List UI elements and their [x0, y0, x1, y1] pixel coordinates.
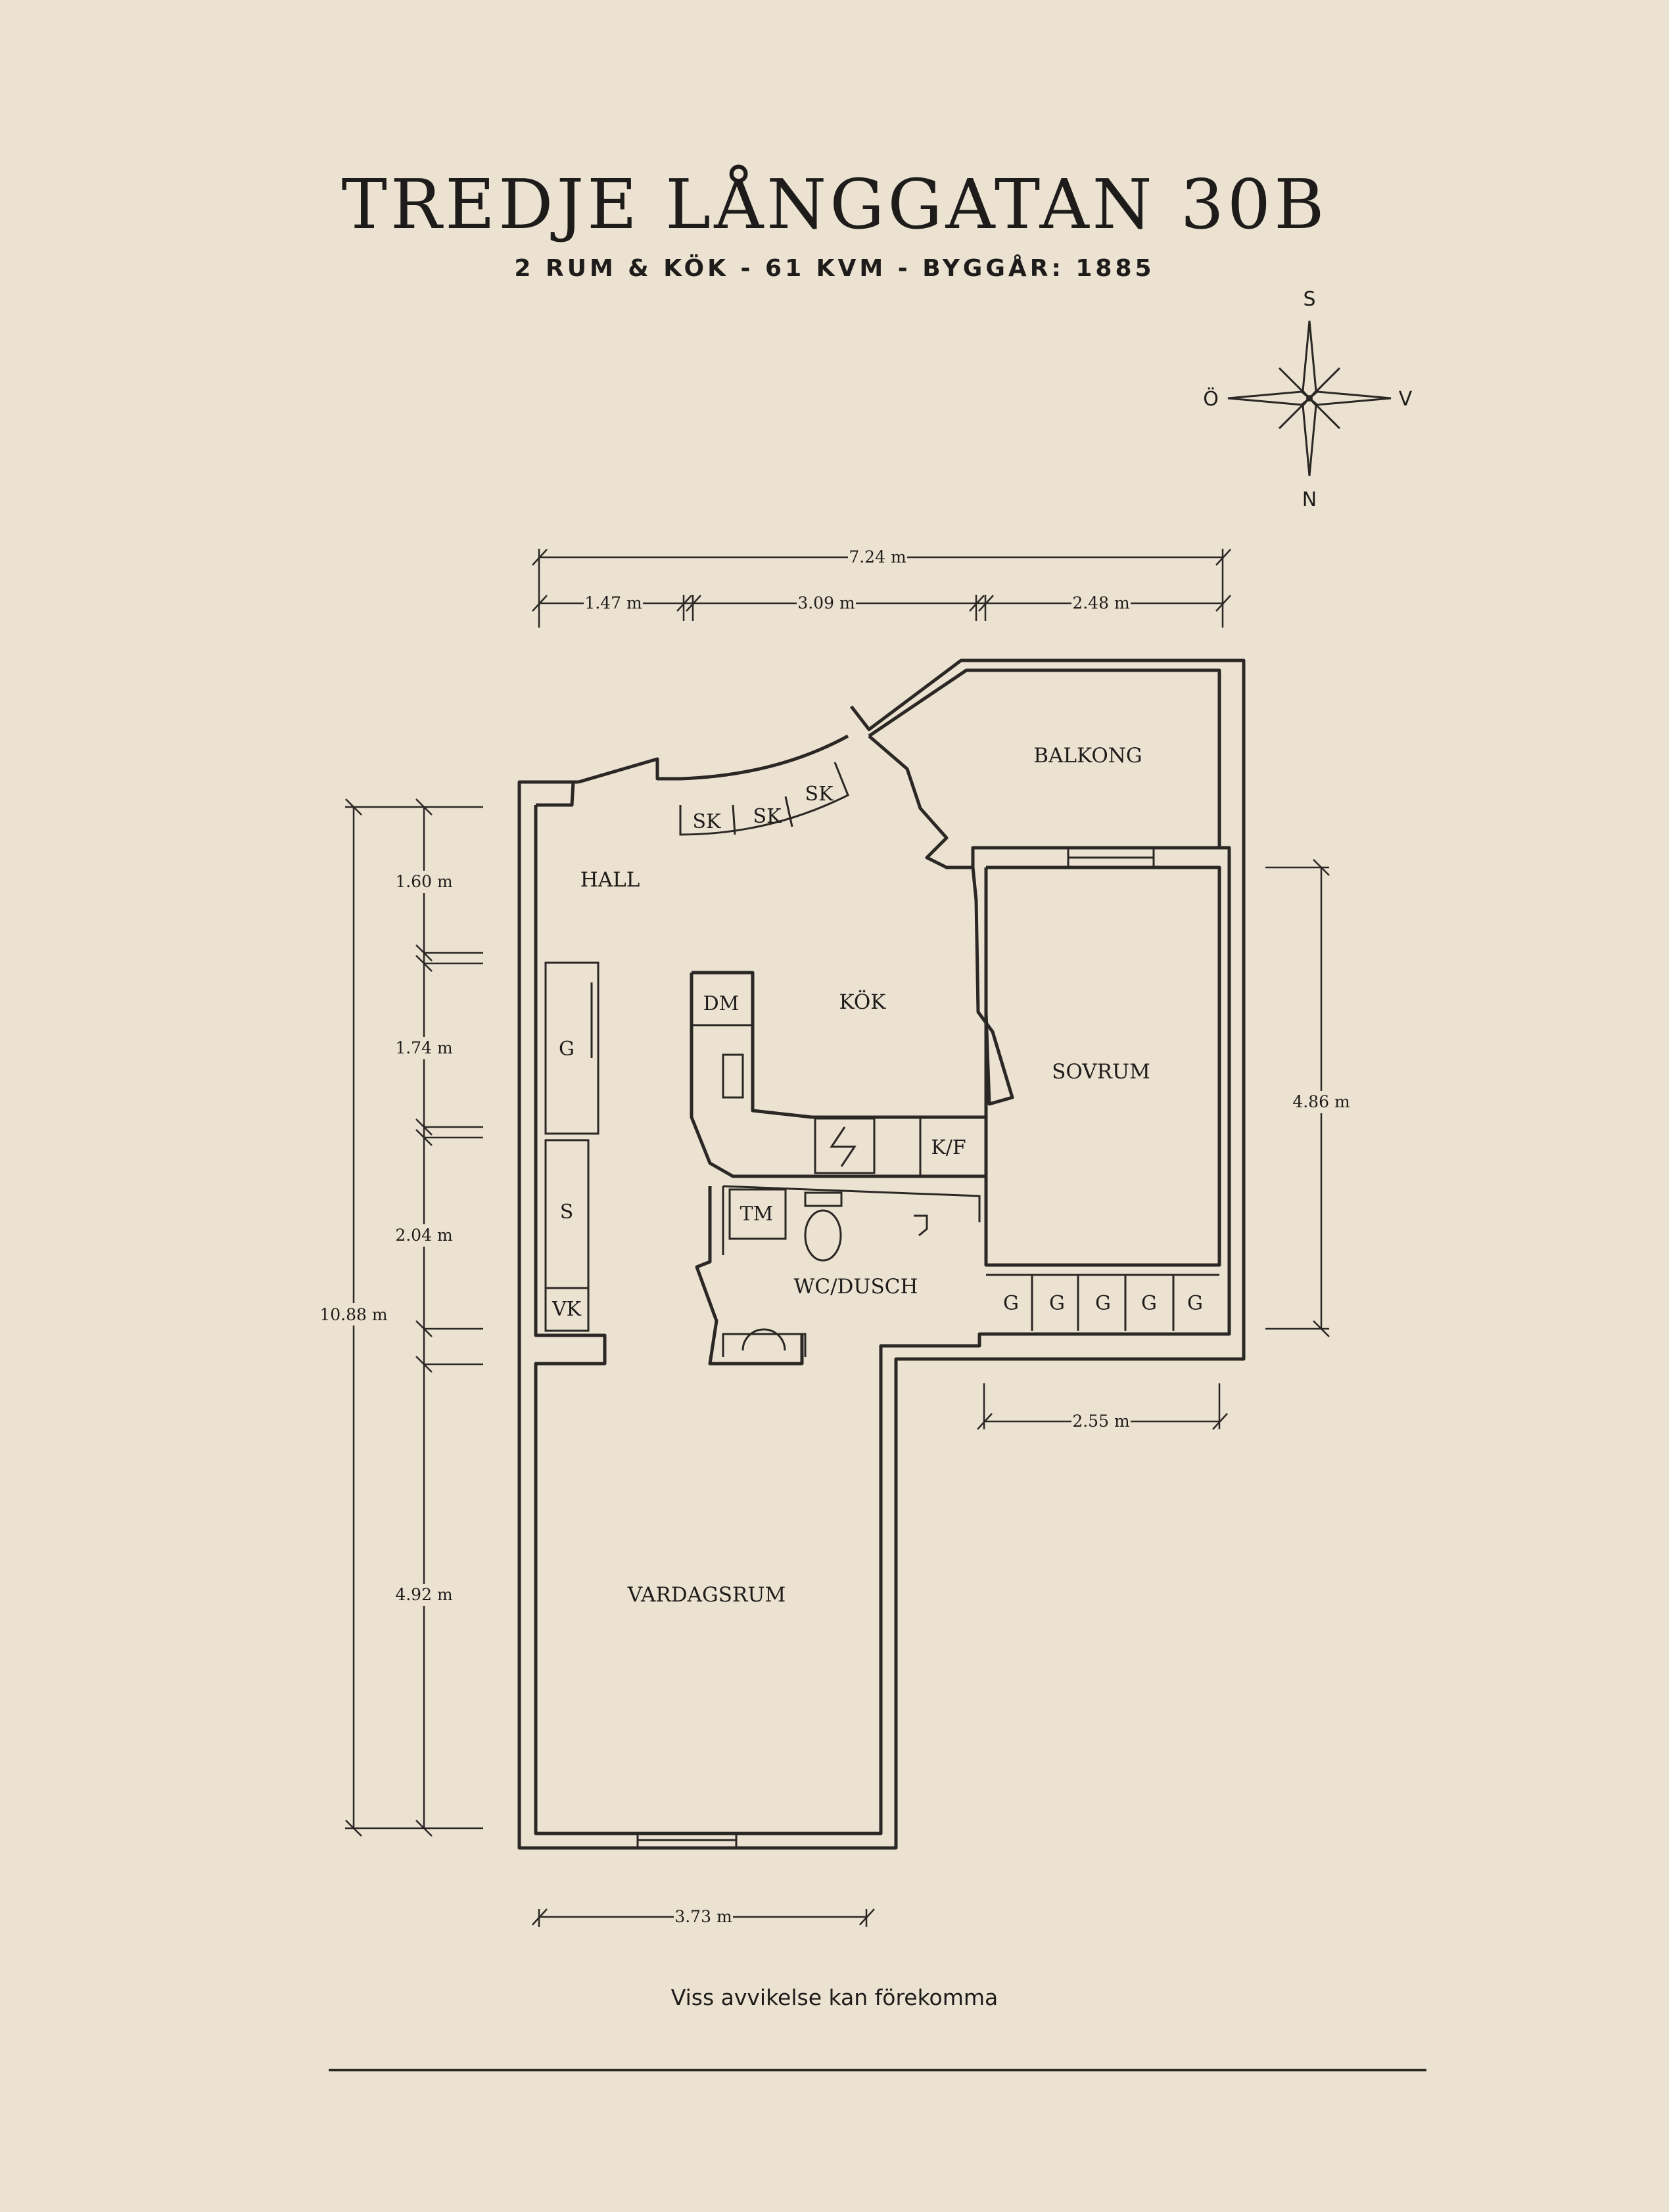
- room-label-wc-dusch: WC/DUSCH: [794, 1275, 918, 1299]
- disclaimer-text: Viss avvikelse kan förekomma: [670, 1985, 999, 2010]
- dimension-lines: [345, 549, 1330, 1927]
- dimension-label-width-1: 1.47 m: [584, 593, 642, 612]
- fixture-label-sk: SK: [693, 810, 722, 833]
- fixture-label-kf: K/F: [931, 1136, 966, 1159]
- compass-rose-icon: [1227, 320, 1392, 476]
- room-label-sovrum: SOVRUM: [1052, 1060, 1150, 1084]
- compass-south: S: [1303, 288, 1315, 311]
- dimension-label-width-2: 3.09 m: [797, 593, 855, 612]
- fixture-label-g: G: [559, 1038, 575, 1061]
- fixture-label-sk: SK: [805, 783, 834, 806]
- dimension-label-vardagsrum-width: 3.73 m: [674, 1907, 732, 1926]
- fixture-label-dm: DM: [703, 992, 740, 1015]
- dimension-label-width-3: 2.48 m: [1072, 593, 1130, 612]
- fixture-label-vk: VK: [552, 1298, 582, 1321]
- dimension-label-total-width: 7.24 m: [849, 547, 906, 566]
- fixture-label-sk: SK: [753, 805, 782, 828]
- dimension-label-height-1: 1.60 m: [395, 872, 453, 891]
- room-label-kok: KÖK: [839, 989, 887, 1014]
- room-label-hall: HALL: [580, 868, 640, 892]
- compass-east: Ö: [1203, 387, 1219, 411]
- room-label-balkong: BALKONG: [1033, 744, 1142, 768]
- fixture-label-g: G: [1003, 1292, 1019, 1315]
- page-title: TREDJE LÅNGGATAN 30B: [341, 164, 1328, 244]
- dimension-label-height-4: 4.92 m: [395, 1585, 453, 1604]
- walls: [517, 658, 1246, 1850]
- dimension-label-sovrum-height: 4.86 m: [1292, 1092, 1350, 1111]
- page-subtitle: 2 RUM & KÖK - 61 KVM - BYGGÅR: 1885: [514, 255, 1155, 282]
- fixture-label-g: G: [1141, 1292, 1157, 1315]
- dimension-label-total-height: 10.88 m: [319, 1305, 388, 1324]
- fixture-label-g: G: [1187, 1292, 1203, 1315]
- compass-west: V: [1399, 388, 1413, 411]
- fixture-label-g: G: [1095, 1292, 1111, 1315]
- dimension-label-sovrum-width: 2.55 m: [1072, 1412, 1130, 1431]
- dimension-label-height-3: 2.04 m: [395, 1226, 453, 1245]
- fixture-label-s: S: [560, 1201, 574, 1224]
- fixture-label-g: G: [1049, 1292, 1065, 1315]
- dimension-label-height-2: 1.74 m: [395, 1038, 453, 1057]
- compass-north: N: [1302, 488, 1317, 511]
- room-label-vardagsrum: VARDAGSRUM: [627, 1583, 786, 1607]
- fixture-label-tm: TM: [740, 1203, 774, 1226]
